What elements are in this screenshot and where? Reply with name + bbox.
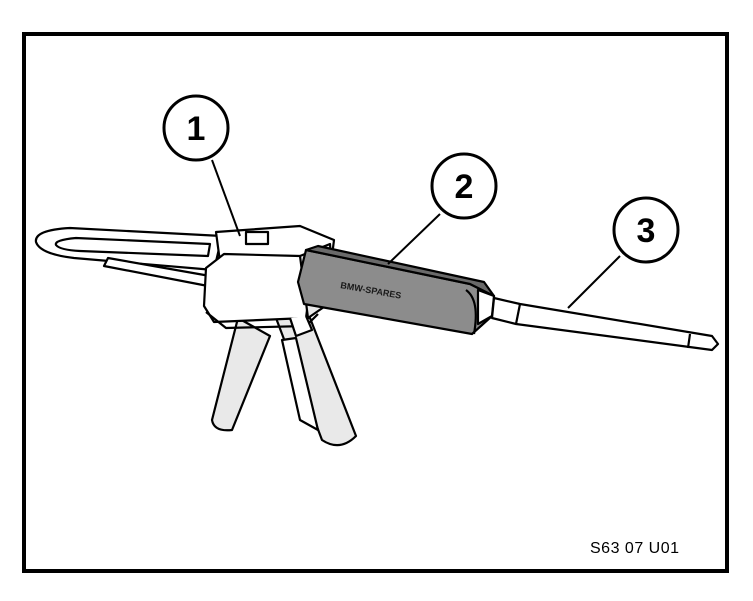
figure-code: S63 07 U01 — [590, 540, 680, 557]
plunger-rod-loop — [34, 226, 224, 288]
leader-line-1 — [211, 159, 241, 237]
gun-handle — [210, 316, 358, 447]
callout-2: 2 — [430, 152, 498, 220]
mixing-nozzle — [490, 296, 720, 352]
callout-3-number: 3 — [637, 212, 656, 250]
leader-line-3 — [567, 255, 621, 309]
callout-1-number: 1 — [187, 110, 206, 148]
adhesive-cartridge: BMW-SPARES — [296, 244, 496, 336]
callout-3: 3 — [612, 196, 680, 264]
callout-2-number: 2 — [455, 168, 474, 206]
callout-1: 1 — [162, 94, 230, 162]
leader-line-2 — [387, 213, 441, 265]
